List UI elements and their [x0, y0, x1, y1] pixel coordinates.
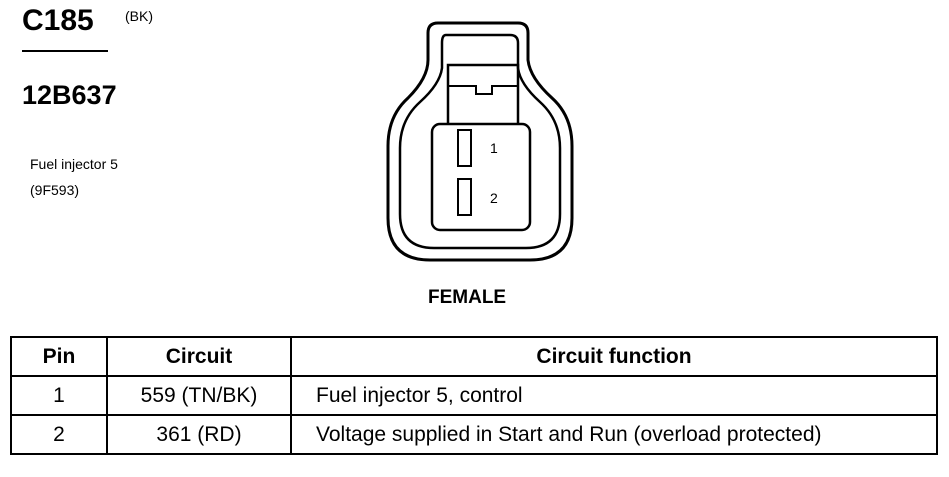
cell-circuit: 361 (RD) — [106, 414, 292, 455]
connector-description-code: (9F593) — [30, 182, 80, 198]
header-circuit-function: Circuit function — [290, 336, 938, 377]
connector-description: Fuel injector 5 — [30, 156, 118, 172]
table-header-row: Pin Circuit Circuit function — [10, 336, 938, 377]
pin-cavity-block — [430, 122, 532, 232]
cell-circuit-function: Voltage supplied in Start and Run (overl… — [290, 414, 938, 455]
connector-diagram: 1 2 — [386, 21, 574, 262]
cell-pin: 2 — [10, 414, 108, 455]
pin-2-label: 2 — [490, 190, 498, 206]
connector-id: C185 — [22, 4, 94, 37]
connector-color-code: (BK) — [125, 8, 153, 24]
header-pin: Pin — [10, 336, 108, 377]
table-row: 2 361 (RD) Voltage supplied in Start and… — [10, 414, 938, 455]
connector-gender-label: FEMALE — [428, 287, 507, 308]
part-number: 12B637 — [22, 80, 117, 110]
title-underline — [22, 50, 108, 52]
pin-1-cavity — [457, 129, 472, 167]
locking-tab — [446, 63, 520, 131]
cell-circuit-function: Fuel injector 5, control — [290, 375, 938, 416]
pin-1-label: 1 — [490, 140, 498, 156]
locking-tab-latch — [448, 85, 518, 95]
connector-housing-outer — [386, 21, 574, 262]
cell-pin: 1 — [10, 375, 108, 416]
pin-table: Pin Circuit Circuit function 1 559 (TN/B… — [10, 336, 938, 455]
table-row: 1 559 (TN/BK) Fuel injector 5, control — [10, 375, 938, 416]
header-circuit: Circuit — [106, 336, 292, 377]
cell-circuit: 559 (TN/BK) — [106, 375, 292, 416]
pin-2-cavity — [457, 178, 472, 216]
